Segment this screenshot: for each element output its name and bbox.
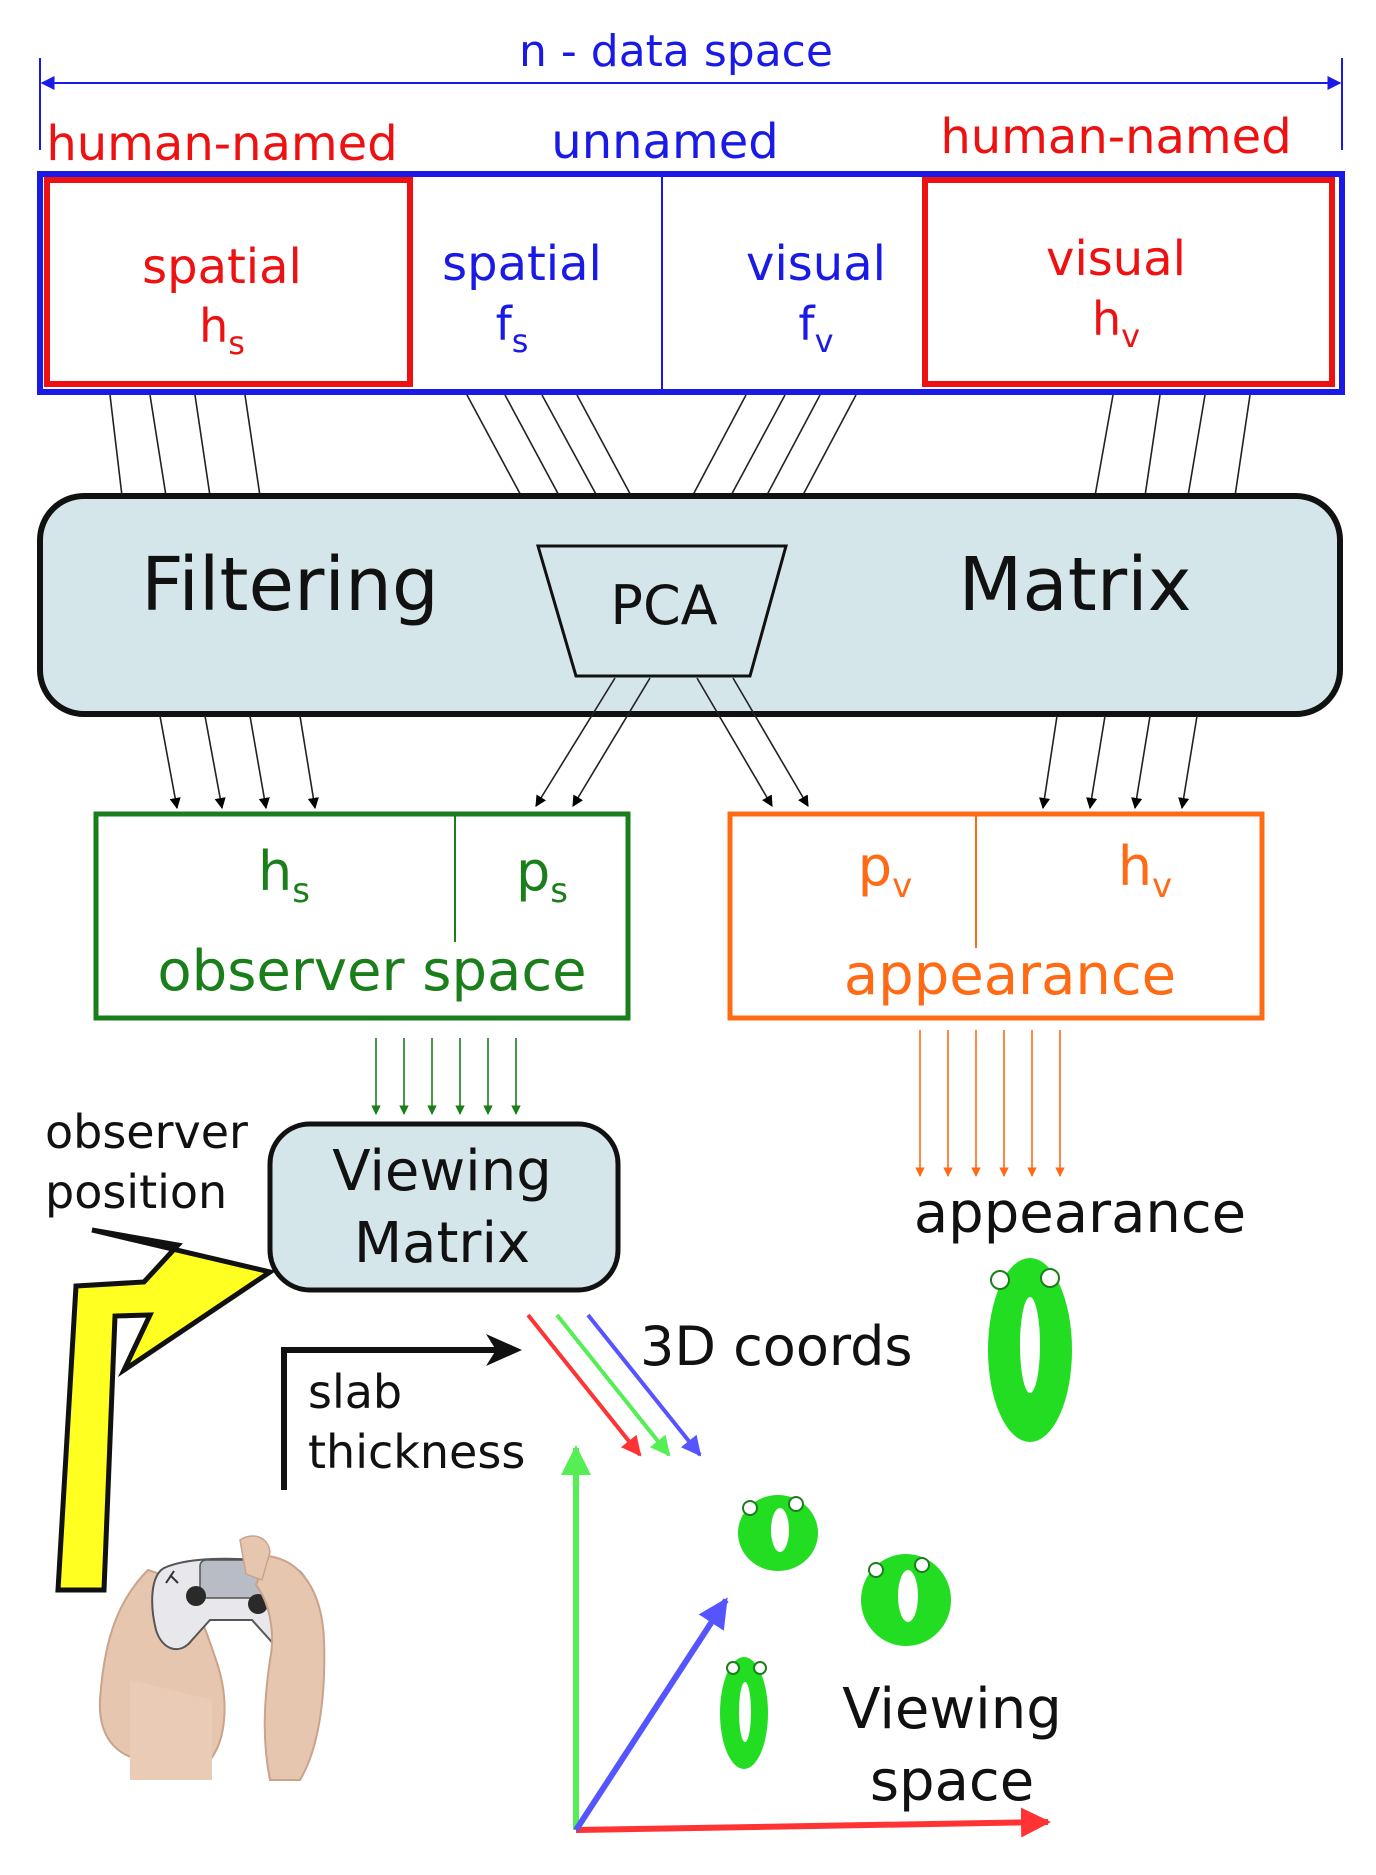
appearance-box: pv hv appearance xyxy=(727,811,1265,1021)
right-human-named-label: human-named xyxy=(940,109,1291,165)
spatial-unnamed-symbol: fs xyxy=(496,297,529,360)
coords-label: 3D coords xyxy=(640,1315,913,1378)
data-space-dimension: n - data space xyxy=(39,26,1343,150)
game-controller-icon xyxy=(96,1535,326,1781)
glyph-icon xyxy=(720,1657,768,1769)
appearance-p-symbol: pv xyxy=(858,835,912,906)
viewing-space-label-2: space xyxy=(870,1749,1034,1814)
observer-space-label: observer space xyxy=(157,939,586,1004)
spatial-unnamed-label: spatial xyxy=(442,236,602,292)
unnamed-label: unnamed xyxy=(551,114,778,170)
data-to-filter-lines xyxy=(109,394,1251,497)
slab-thickness-control: slab thickness xyxy=(281,1334,525,1490)
spatial-named-symbol: hs xyxy=(199,299,245,362)
observer-position-label-1: observer xyxy=(45,1105,248,1159)
data-space-box: spatial hs spatial fs visual fv visual h… xyxy=(37,171,1345,395)
observer-space-box: hs ps observer space xyxy=(93,811,631,1021)
observer-arrow-icon xyxy=(55,1227,277,1593)
observer-to-viewing-arrows xyxy=(371,1038,521,1115)
viewing-space-axes xyxy=(561,1445,1051,1838)
viewing-matrix-box: Viewing Matrix xyxy=(267,1121,621,1293)
observer-position-label-2: position xyxy=(45,1165,227,1219)
viewing-space-label-1: Viewing xyxy=(842,1677,1062,1742)
thickness-label: thickness xyxy=(308,1425,525,1479)
filtering-matrix-box: Filtering Matrix PCA xyxy=(37,493,1343,717)
appearance-box-label: appearance xyxy=(844,943,1176,1008)
observer-h-symbol: hs xyxy=(258,840,310,911)
filter-to-appearance-arrows xyxy=(696,677,1198,810)
slab-label: slab xyxy=(308,1365,402,1419)
glyph-icon xyxy=(738,1495,818,1571)
viewing-matrix-line1: Viewing xyxy=(332,1139,552,1204)
filtering-label: Filtering xyxy=(141,542,439,628)
visual-unnamed-symbol: fv xyxy=(798,297,833,360)
coords-arrows xyxy=(526,1313,702,1457)
spatial-named-label: spatial xyxy=(142,239,302,295)
viewing-matrix-line2: Matrix xyxy=(354,1211,530,1276)
appearance-output-label: appearance xyxy=(914,1181,1246,1246)
glyph-icon xyxy=(861,1554,951,1646)
filter-to-observer-arrows xyxy=(159,677,651,810)
appearance-h-symbol: hv xyxy=(1118,835,1172,906)
pca-label: PCA xyxy=(610,574,717,637)
visual-named-symbol: hv xyxy=(1092,292,1140,355)
glyph-icon xyxy=(988,1258,1072,1442)
observer-p-symbol: ps xyxy=(516,840,568,911)
data-space-title: n - data space xyxy=(519,26,833,77)
appearance-output-arrows xyxy=(915,1030,1065,1177)
left-human-named-label: human-named xyxy=(46,116,397,172)
visual-unnamed-label: visual xyxy=(746,236,886,292)
pca-block xyxy=(535,544,788,678)
matrix-label: Matrix xyxy=(959,542,1192,628)
visual-named-label: visual xyxy=(1046,231,1186,287)
